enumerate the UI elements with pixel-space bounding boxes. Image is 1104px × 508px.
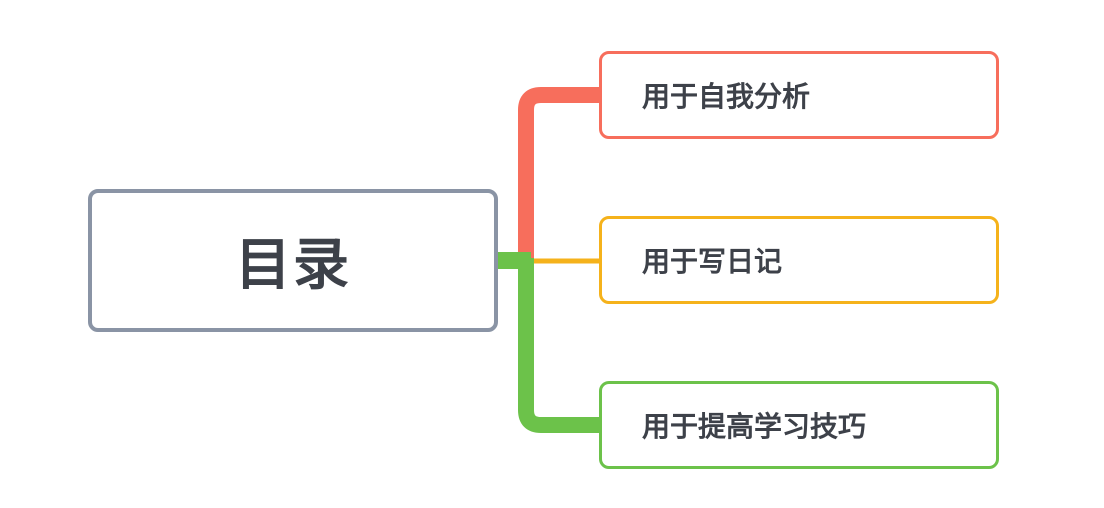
branch-node-2[interactable]: 用于写日记: [599, 216, 999, 304]
connector-root-stub: [497, 252, 531, 269]
branch-node-3-label: 用于提高学习技巧: [642, 410, 867, 443]
branch-node-3[interactable]: 用于提高学习技巧: [599, 381, 999, 469]
root-node[interactable]: 目录: [88, 189, 498, 332]
branch-node-1-label: 用于自我分析: [642, 80, 811, 113]
connector-branch-3: [518, 258, 600, 433]
root-node-label: 目录: [235, 233, 351, 298]
branch-node-2-label: 用于写日记: [642, 245, 783, 278]
connector-branch-1: [518, 87, 600, 262]
branch-node-1[interactable]: 用于自我分析: [599, 51, 999, 139]
